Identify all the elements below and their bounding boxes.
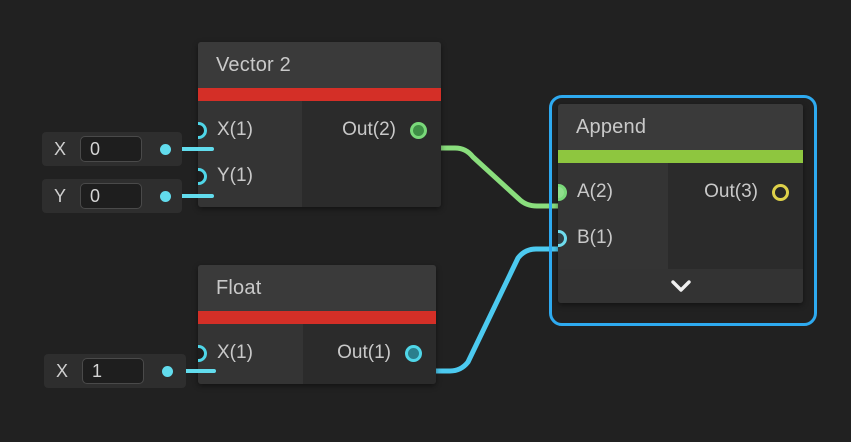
port-a2-icon[interactable] [558,183,567,201]
node-append-body: A(2) B(1) Out(3) [558,163,803,269]
port-y1-icon[interactable] [198,167,207,185]
node-vector2-body: X(1) Y(1) Out(2) [198,101,441,207]
node-vector2-input-x-label: X(1) [217,119,253,140]
node-append-input-column: A(2) B(1) [558,163,668,269]
node-vector2-input-column: X(1) Y(1) [198,101,302,207]
node-float-output-out-label: Out(1) [337,342,391,363]
widget-vector2-y-label: Y [54,185,67,206]
wire-vector2-to-append-a [416,145,576,209]
node-vector2-output-out-label: Out(2) [342,119,396,140]
node-vector2-title: Vector 2 [216,53,291,76]
wire-float-to-append-b [411,246,576,374]
node-append-output-out-label: Out(3) [704,181,758,202]
node-vector2-input-y[interactable]: Y(1) [198,153,302,199]
node-float-input-x[interactable]: X(1) [198,330,303,376]
widget-float-x-port-icon[interactable] [162,365,173,377]
port-x1-icon[interactable] [198,121,207,139]
port-out1-icon[interactable] [405,344,422,362]
node-append-input-a[interactable]: A(2) [558,169,668,215]
port-out2-icon[interactable] [410,121,427,139]
widget-vector2-y-port-icon[interactable] [160,190,171,202]
node-append-title: Append [576,115,647,138]
node-vector2-output-column: Out(2) [302,101,441,207]
node-append-accent-bar [558,150,803,163]
widget-vector2-x-port-icon[interactable] [160,143,171,155]
node-append-input-b-label: B(1) [577,227,613,248]
widget-vector2-y-input[interactable] [80,183,142,209]
node-vector2-input-y-label: Y(1) [217,165,253,186]
port-x1-icon[interactable] [198,344,207,362]
node-float[interactable]: Float X(1) Out(1) [198,265,436,384]
node-append-output-column: Out(3) [668,163,803,269]
node-vector2-output-out[interactable]: Out(2) [302,107,441,153]
node-vector2[interactable]: Vector 2 X(1) Y(1) Out(2) [198,42,441,207]
widget-float-x-label: X [56,360,69,381]
node-float-title: Float [216,276,262,299]
widget-vector2-x-input[interactable] [80,136,142,162]
port-out3-icon[interactable] [772,183,789,201]
node-float-output-column: Out(1) [303,324,436,384]
widget-vector2-y[interactable]: Y [42,179,182,213]
node-vector2-header[interactable]: Vector 2 [198,42,441,88]
node-append-output-out[interactable]: Out(3) [668,169,803,215]
node-append-input-b[interactable]: B(1) [558,215,668,261]
chevron-down-icon[interactable] [670,280,691,292]
port-b1-icon[interactable] [558,229,567,247]
widget-float-x[interactable]: X [44,354,186,388]
node-float-header[interactable]: Float [198,265,436,311]
node-float-body: X(1) Out(1) [198,324,436,384]
node-vector2-input-x[interactable]: X(1) [198,107,302,153]
widget-float-x-input[interactable] [82,358,144,384]
node-append-input-a-label: A(2) [577,181,613,202]
node-float-accent-bar [198,311,436,324]
node-float-input-column: X(1) [198,324,303,384]
node-vector2-accent-bar [198,88,441,101]
node-append-header[interactable]: Append [558,104,803,150]
node-append[interactable]: Append A(2) B(1) Out(3) [558,104,803,303]
node-float-input-x-label: X(1) [217,342,253,363]
node-float-output-out[interactable]: Out(1) [303,330,436,376]
widget-vector2-x-label: X [54,138,67,159]
node-append-expander[interactable] [558,269,803,303]
widget-vector2-x[interactable]: X [42,132,182,166]
